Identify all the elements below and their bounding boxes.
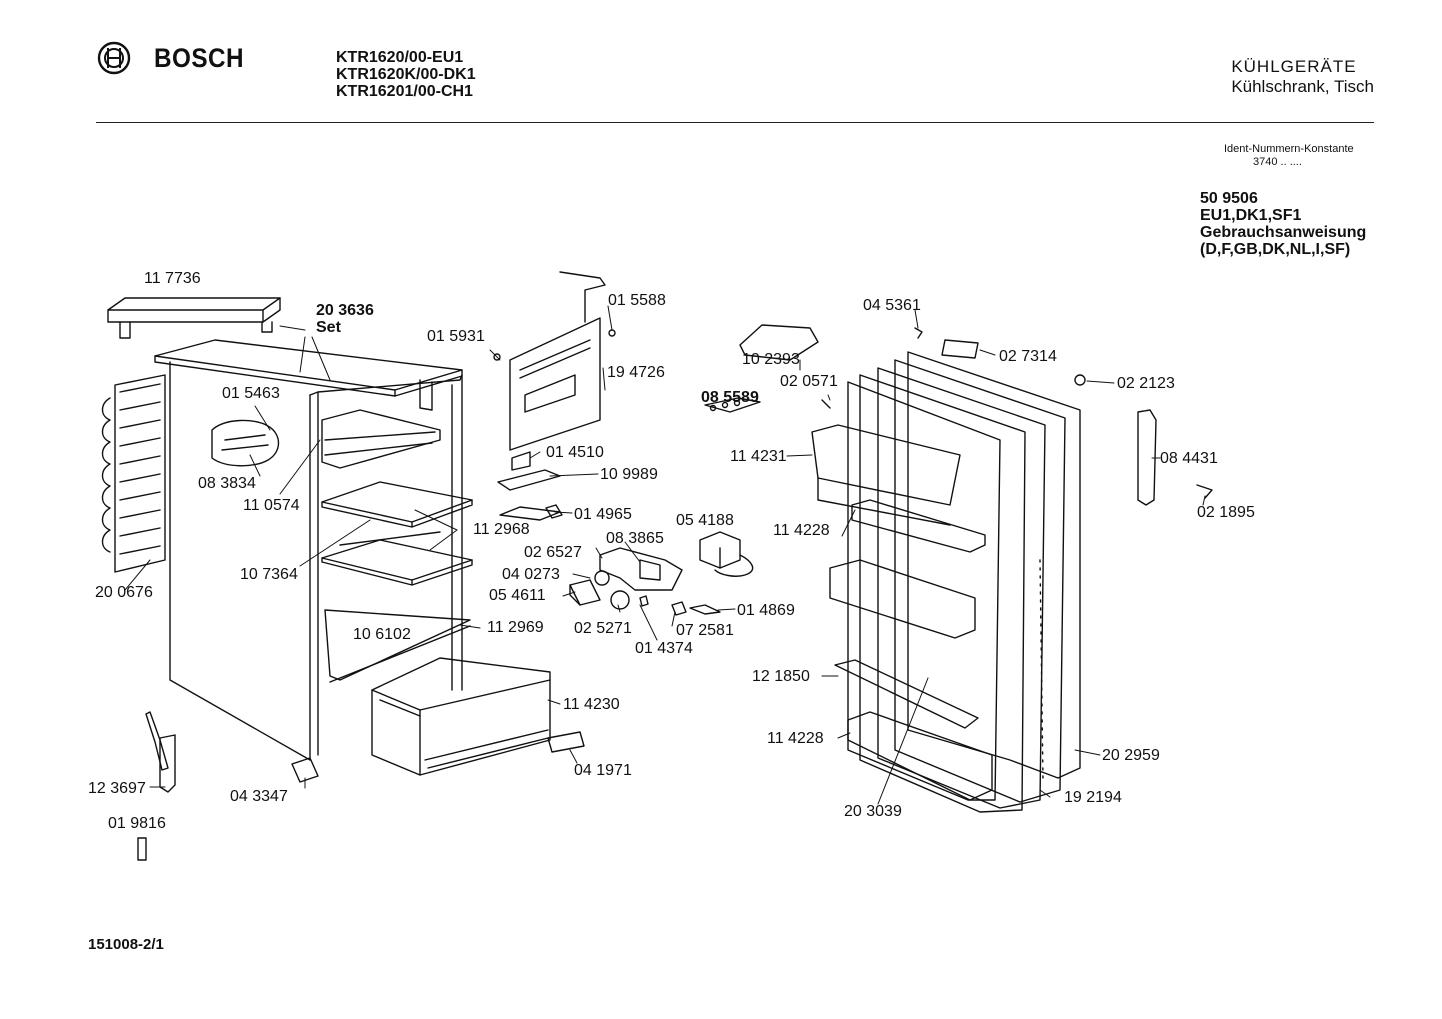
manual-reference: 50 9506 EU1,DK1,SF1 Gebrauchsanweisung (… [1200,190,1366,258]
part-label: 01 4374 [635,640,693,657]
model-list: KTR1620/00-EU1 KTR1620K/00-DK1 KTR16201/… [336,49,476,100]
leader-lines [124,305,1206,805]
part-label: 04 1971 [574,762,632,779]
part-label: 01 9816 [108,815,166,832]
part-label: 11 0574 [243,497,300,514]
model-number: KTR16201/00-CH1 [336,83,473,100]
manual-languages: (D,F,GB,DK,NL,I,SF) [1200,241,1351,258]
top-rail-part [107,297,281,339]
part-label: 11 7736 [144,270,201,287]
part-label: 02 2123 [1117,375,1175,392]
part-label: 02 7314 [999,348,1057,365]
loose-parts [137,711,585,861]
cabinet-body [169,361,463,761]
part-label: 11 4230 [563,696,620,713]
category-subtitle: Kühlschrank, Tisch [1231,77,1374,96]
manual-number: 50 9506 [1200,190,1258,207]
evaporator-part [211,409,441,469]
manual-title: Gebrauchsanweisung [1200,224,1367,241]
part-label: 02 0571 [780,373,838,390]
part-label: 20 2959 [1102,747,1160,764]
part-label: 04 5361 [863,297,921,314]
part-label: 11 2969 [487,619,544,636]
product-category: KÜHLGERÄTE Kühlschrank, Tisch [1231,57,1374,97]
model-number: KTR1620/00-EU1 [336,49,464,66]
part-label: 05 4611 [489,587,546,604]
part-label: 12 3697 [88,780,146,797]
part-label: 10 2393 [742,351,800,368]
part-label: 01 5588 [608,292,666,309]
part-label: 11 4231 [730,448,787,465]
part-label: 04 0273 [502,566,560,583]
door-assembly [811,351,1081,813]
part-label: 10 6102 [353,626,411,643]
drawing-code: 151008-2/1 [88,936,164,953]
part-label: 11 4228 [767,730,824,747]
ident-value: 3740 .. .... [1253,156,1302,168]
brand-name: BOSCH [154,42,245,73]
part-label: 12 1850 [752,668,810,685]
part-label: 07 2581 [676,622,734,639]
part-label: 02 1895 [1197,504,1255,521]
part-label: 19 4726 [607,364,665,381]
category-title: KÜHLGERÄTE [1231,57,1357,76]
crisper-drawer-part [371,657,551,776]
part-label: 08 3834 [198,475,256,492]
part-label: 01 5463 [222,385,280,402]
part-label: 08 3865 [606,530,664,547]
shelf-part [321,481,473,683]
header-divider [96,122,1374,123]
bosch-armature-logo-icon [97,41,131,75]
part-label: 10 9989 [600,466,658,483]
part-label: 11 2968 [473,521,530,538]
ident-constant: Ident-Nummern-Konstante 3740 .. .... [1224,143,1354,169]
part-label: Set [316,319,341,336]
ident-label: Ident-Nummern-Konstante [1224,143,1354,155]
part-label: 01 4965 [574,506,632,523]
part-label: 20 0676 [95,584,153,601]
part-label: 20 3039 [844,803,902,820]
door-accessories [704,324,1213,506]
part-label: 04 3347 [230,788,288,805]
part-label: 05 4188 [676,512,734,529]
part-label: 11 4228 [773,522,830,539]
model-number: KTR1620K/00-DK1 [336,66,476,83]
manual-variants: EU1,DK1,SF1 [1200,207,1302,224]
part-label: 01 5931 [427,328,485,345]
part-label: 01 4510 [546,444,604,461]
part-label: 02 5271 [574,620,632,637]
part-label: 02 6527 [524,544,582,561]
part-label: 10 7364 [240,566,298,583]
part-label: 08 5589 [701,389,759,406]
part-label: 08 4431 [1160,450,1218,467]
condenser-coil-part [101,374,166,573]
part-label: 01 4869 [737,602,795,619]
part-label: 19 2194 [1064,789,1122,806]
part-label: 20 3636 [316,302,374,319]
brand-block: BOSCH [96,40,254,76]
worktop-part [154,339,463,397]
